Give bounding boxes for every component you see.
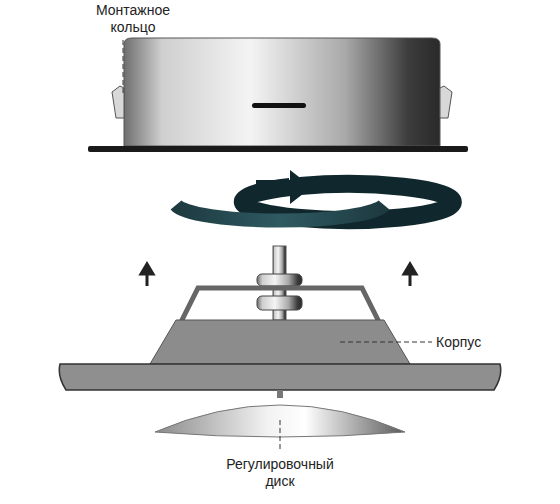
part-label: Регулировочный диск	[220, 456, 340, 490]
part-label: Монтажное кольцо	[88, 2, 178, 36]
part-label: Корпус	[436, 334, 546, 351]
